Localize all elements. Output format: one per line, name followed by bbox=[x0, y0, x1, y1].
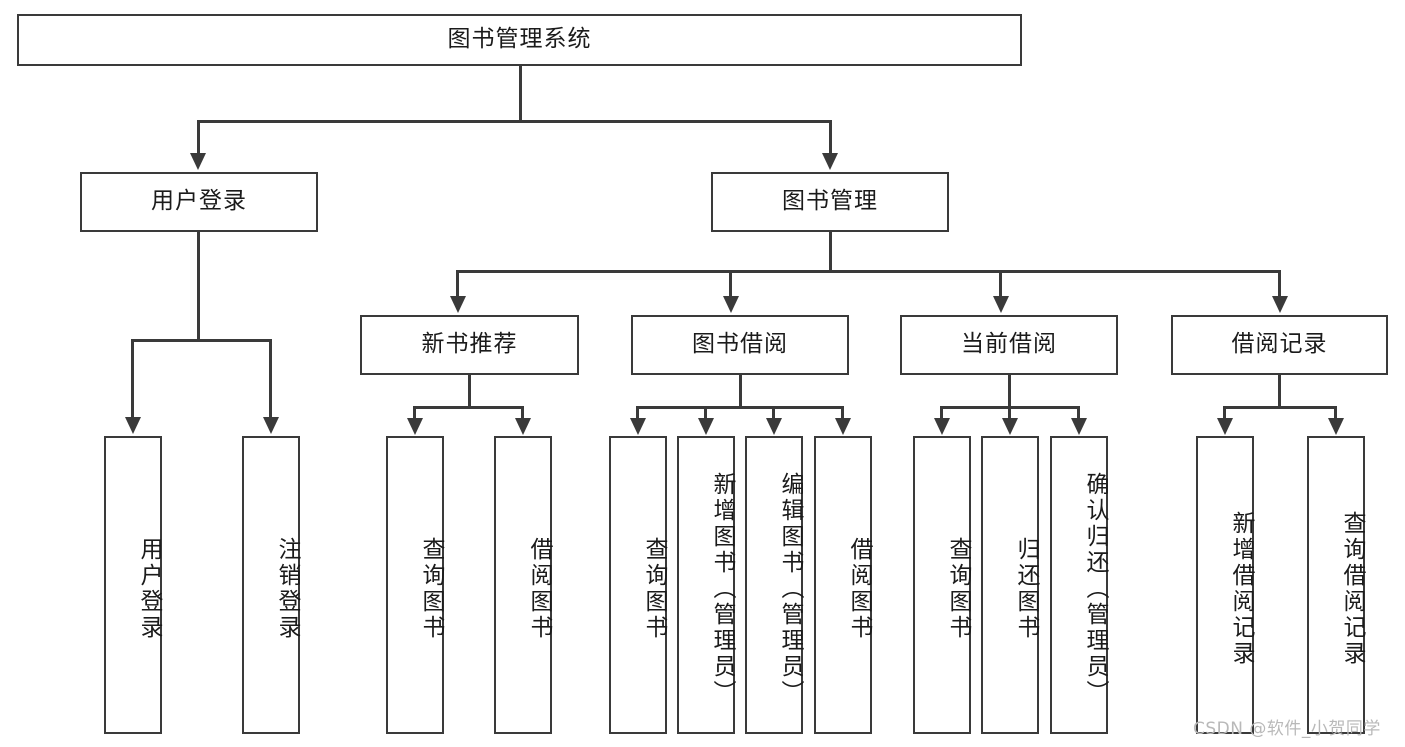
leaf-new-book-query[interactable]: 查询图书 bbox=[386, 436, 444, 734]
connector-current-borrow-to-leaf-3 bbox=[1077, 406, 1080, 420]
connector-book-borrow-to-leaf-1 bbox=[636, 406, 639, 420]
node-label: 图书借阅 bbox=[692, 331, 788, 358]
connector-book-mgmt-stem bbox=[829, 232, 832, 272]
connector-borrow-record-stem bbox=[1278, 375, 1281, 409]
connector-borrow-record-to-leaf-1 bbox=[1223, 406, 1226, 420]
connector-book-mgmt-to-borrow bbox=[729, 270, 732, 298]
leaf-borrow-record-query[interactable]: 查询借阅记录 bbox=[1307, 436, 1365, 734]
arrowhead-new-book-leaf-1 bbox=[407, 418, 423, 435]
connector-book-borrow-stem bbox=[739, 375, 742, 409]
node-label: 图书管理系统 bbox=[447, 26, 592, 53]
connector-book-borrow-bus bbox=[637, 406, 844, 409]
node-book-borrow[interactable]: 图书借阅 bbox=[631, 315, 849, 375]
connector-root-to-user-login bbox=[197, 120, 200, 156]
connector-root-stem bbox=[519, 66, 522, 121]
arrowhead-user-login-leaf-1 bbox=[125, 417, 141, 434]
node-label: 借阅图书 bbox=[526, 537, 552, 641]
node-label: 用户登录 bbox=[151, 188, 247, 215]
node-label: 查询借阅记录 bbox=[1339, 511, 1365, 667]
node-label: 借阅图书 bbox=[846, 537, 872, 641]
leaf-book-borrow-borrow[interactable]: 借阅图书 bbox=[814, 436, 872, 734]
connector-new-book-stem bbox=[468, 375, 471, 409]
connector-new-book-to-leaf-2 bbox=[521, 406, 524, 420]
connector-root-to-book-mgmt bbox=[829, 120, 832, 156]
node-root-system[interactable]: 图书管理系统 bbox=[17, 14, 1022, 66]
node-user-login[interactable]: 用户登录 bbox=[80, 172, 318, 232]
node-current-borrow[interactable]: 当前借阅 bbox=[900, 315, 1118, 375]
node-book-management[interactable]: 图书管理 bbox=[711, 172, 949, 232]
leaf-book-borrow-edit[interactable]: 编辑图书（管理员） bbox=[745, 436, 803, 734]
leaf-current-borrow-return[interactable]: 归还图书 bbox=[981, 436, 1039, 734]
arrowhead-user-login-leaf-2 bbox=[263, 417, 279, 434]
arrowhead-book-borrow-leaf-1 bbox=[630, 418, 646, 435]
connector-book-mgmt-to-current bbox=[999, 270, 1002, 298]
arrowhead-book-mgmt-record bbox=[1272, 296, 1288, 313]
arrowhead-current-borrow-leaf-1 bbox=[934, 418, 950, 435]
connector-user-login-to-leaf-2 bbox=[269, 339, 272, 419]
leaf-user-login-logout[interactable]: 注销登录 bbox=[242, 436, 300, 734]
arrowhead-book-mgmt-borrow bbox=[723, 296, 739, 313]
arrowhead-book-mgmt-current bbox=[993, 296, 1009, 313]
connector-borrow-record-bus bbox=[1224, 406, 1337, 409]
node-label: 查询图书 bbox=[945, 537, 971, 641]
leaf-user-login-login[interactable]: 用户登录 bbox=[104, 436, 162, 734]
connector-borrow-record-to-leaf-2 bbox=[1334, 406, 1337, 420]
connector-new-book-bus bbox=[414, 406, 524, 409]
leaf-borrow-record-add[interactable]: 新增借阅记录 bbox=[1196, 436, 1254, 734]
node-label: 归还图书 bbox=[1013, 537, 1039, 641]
connector-current-borrow-stem bbox=[1008, 375, 1011, 409]
connector-user-login-bus bbox=[132, 339, 270, 342]
node-label: 查询图书 bbox=[418, 537, 444, 641]
connector-current-borrow-to-leaf-1 bbox=[940, 406, 943, 420]
arrowhead-book-mgmt-new-book bbox=[450, 296, 466, 313]
connector-book-mgmt-bus bbox=[457, 270, 1281, 273]
node-label: 新书推荐 bbox=[421, 331, 518, 358]
node-label: 编辑图书（管理员） bbox=[777, 472, 803, 706]
node-label: 新增图书（管理员） bbox=[709, 472, 735, 706]
node-label: 确认归还（管理员） bbox=[1082, 472, 1108, 706]
csdn-watermark: CSDN @软件_小贺同学 bbox=[1193, 719, 1381, 739]
node-borrow-record[interactable]: 借阅记录 bbox=[1171, 315, 1388, 375]
node-label: 当前借阅 bbox=[961, 331, 1057, 358]
arrowhead-new-book-leaf-2 bbox=[515, 418, 531, 435]
connector-book-mgmt-to-record bbox=[1278, 270, 1281, 298]
leaf-book-borrow-query[interactable]: 查询图书 bbox=[609, 436, 667, 734]
connector-book-mgmt-to-new-book bbox=[456, 270, 459, 298]
arrowhead-root-to-book-mgmt bbox=[822, 153, 838, 170]
leaf-new-book-borrow[interactable]: 借阅图书 bbox=[494, 436, 552, 734]
connector-book-borrow-to-leaf-3 bbox=[772, 406, 775, 420]
node-label: 查询图书 bbox=[641, 537, 667, 641]
connector-new-book-to-leaf-1 bbox=[413, 406, 416, 420]
arrowhead-book-borrow-leaf-4 bbox=[835, 418, 851, 435]
connector-user-login-stem bbox=[197, 232, 200, 341]
connector-user-login-to-leaf-1 bbox=[131, 339, 134, 419]
node-label: 图书管理 bbox=[782, 188, 878, 215]
arrowhead-borrow-record-leaf-2 bbox=[1328, 418, 1344, 435]
arrowhead-book-borrow-leaf-2 bbox=[698, 418, 714, 435]
connector-root-bus bbox=[198, 120, 832, 123]
leaf-current-borrow-confirm-return[interactable]: 确认归还（管理员） bbox=[1050, 436, 1108, 734]
arrowhead-book-borrow-leaf-3 bbox=[766, 418, 782, 435]
arrowhead-borrow-record-leaf-1 bbox=[1217, 418, 1233, 435]
node-label: 用户登录 bbox=[136, 537, 162, 641]
node-new-book-recommend[interactable]: 新书推荐 bbox=[360, 315, 579, 375]
connector-current-borrow-to-leaf-2 bbox=[1008, 406, 1011, 420]
leaf-current-borrow-query[interactable]: 查询图书 bbox=[913, 436, 971, 734]
node-label: 新增借阅记录 bbox=[1228, 511, 1254, 667]
node-label: 注销登录 bbox=[274, 537, 300, 641]
node-label: 借阅记录 bbox=[1231, 331, 1328, 358]
leaf-book-borrow-add[interactable]: 新增图书（管理员） bbox=[677, 436, 735, 734]
arrowhead-root-to-user-login bbox=[190, 153, 206, 170]
connector-book-borrow-to-leaf-2 bbox=[704, 406, 707, 420]
connector-book-borrow-to-leaf-4 bbox=[841, 406, 844, 420]
arrowhead-current-borrow-leaf-2 bbox=[1002, 418, 1018, 435]
arrowhead-current-borrow-leaf-3 bbox=[1071, 418, 1087, 435]
